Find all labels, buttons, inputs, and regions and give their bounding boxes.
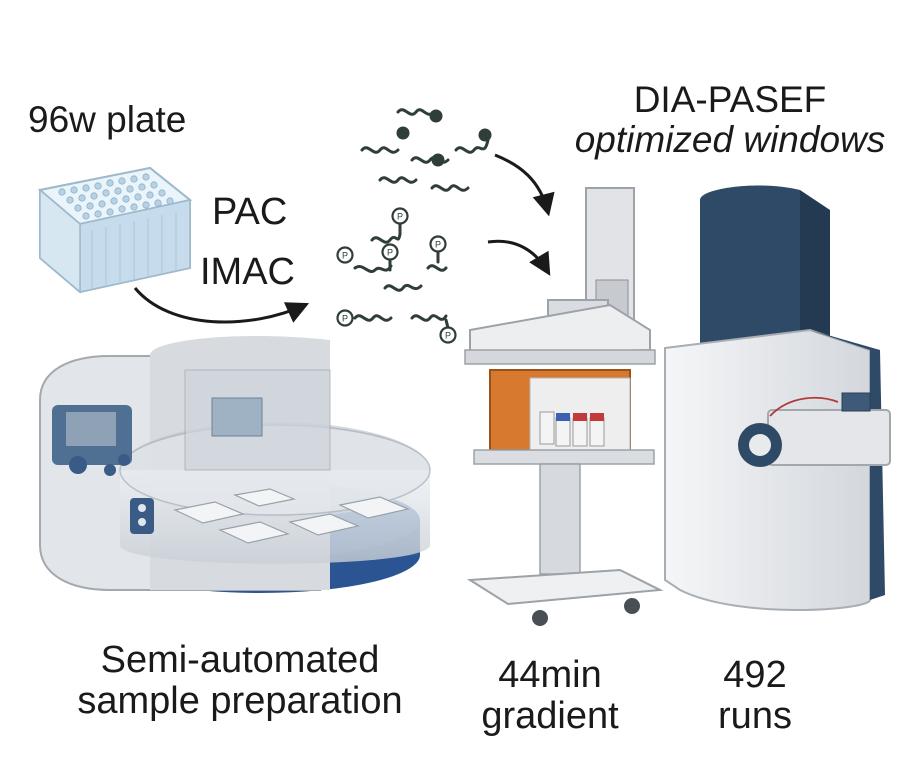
sample-prep-label: Semi-automated sample preparation [30, 639, 450, 723]
pac-label: PAC [212, 191, 288, 233]
peptides-icon [360, 108, 492, 192]
lc-system-icon [464, 187, 664, 626]
dia-pasef-label: DIA-PASEF optimized windows [560, 80, 900, 160]
arrow-peptides-to-lc [494, 153, 555, 217]
dia-pasef-title: DIA-PASEF [633, 79, 827, 120]
sample-prep-line2: sample preparation [77, 680, 403, 723]
runs-count: 492 [723, 654, 787, 696]
imac-label: IMAC [200, 251, 295, 293]
gradient-duration: 44min [498, 654, 602, 696]
phospho-marker: P [445, 331, 451, 341]
runs-word: runs [718, 695, 792, 738]
sample-prep-line1: Semi-automated [100, 639, 380, 681]
mass-spectrometer-icon [664, 185, 891, 611]
gradient-label: 44min gradient [455, 654, 645, 738]
runs-label: 492 runs [680, 654, 830, 738]
phospho-marker: P [342, 251, 348, 261]
phospho-marker: P [397, 212, 403, 222]
96-well-plate-icon [37, 166, 193, 294]
arrow-phosphopeptides-to-lc [487, 239, 551, 276]
phospho-marker: P [387, 248, 393, 258]
arrow-plate-to-peptides [133, 287, 310, 324]
gradient-word: gradient [481, 695, 619, 738]
plate-label: 96w plate [28, 99, 187, 140]
phospho-marker: P [342, 314, 348, 324]
optimized-windows-subtitle: optimized windows [574, 118, 886, 160]
phospho-marker: P [435, 240, 441, 250]
sample-prep-robot-icon [39, 335, 431, 593]
phosphopeptides-icon: P P P P P P [336, 207, 457, 344]
